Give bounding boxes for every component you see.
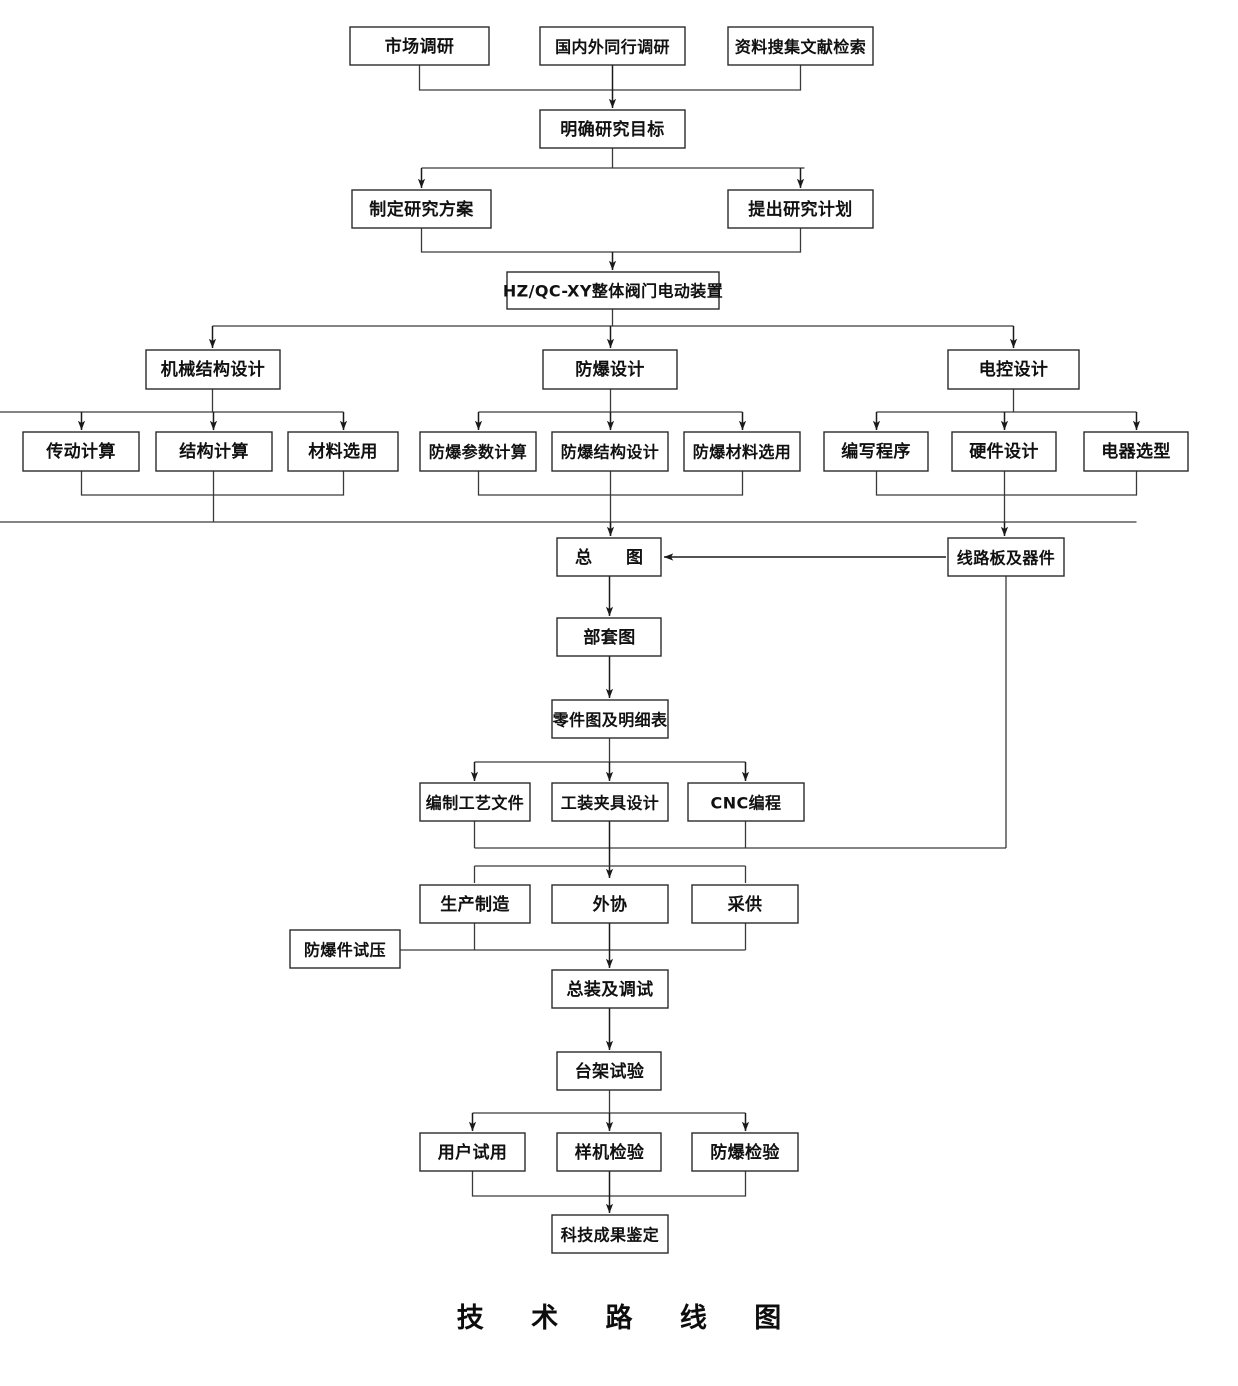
node-explosion-design[interactable]: 防爆设计 xyxy=(542,349,678,390)
svg-text:编写程序: 编写程序 xyxy=(841,441,911,462)
node-bench-test[interactable]: 台架试验 xyxy=(556,1051,662,1091)
node-peer-research[interactable]: 国内外同行调研 xyxy=(539,26,686,66)
svg-text:台架试验: 台架试验 xyxy=(575,1061,645,1082)
node-explosion-material-selection[interactable]: 防爆材料选用 xyxy=(683,431,801,472)
svg-text:线路板及器件: 线路板及器件 xyxy=(957,549,1055,568)
edge-plan-schedule-merge xyxy=(420,228,802,253)
svg-text:编制工艺文件: 编制工艺文件 xyxy=(426,794,524,813)
node-procurement[interactable]: 采供 xyxy=(691,884,799,924)
node-write-program[interactable]: 编写程序 xyxy=(823,431,929,472)
edge-row1-merge xyxy=(418,65,802,91)
node-achievement-appraisal[interactable]: 科技成果鉴定 xyxy=(551,1214,669,1254)
node-part-drawing[interactable]: 零件图及明细表 xyxy=(551,699,669,739)
node-device-selection[interactable]: 电器选型 xyxy=(1083,431,1189,472)
node-define-goal[interactable]: 明确研究目标 xyxy=(539,109,686,149)
svg-text:硬件设计: 硬件设计 xyxy=(969,441,1039,462)
node-assembly-drawing[interactable]: 部套图 xyxy=(556,617,662,657)
node-market-research[interactable]: 市场调研 xyxy=(349,26,490,66)
svg-text:部套图: 部套图 xyxy=(583,627,635,648)
node-literature-search[interactable]: 资料搜集文献检索 xyxy=(727,26,874,66)
svg-text:外协: 外协 xyxy=(593,894,628,915)
edge-layer xyxy=(0,65,1141,1214)
node-final-assembly[interactable]: 总装及调试 xyxy=(551,969,669,1009)
svg-text:总 图: 总 图 xyxy=(575,547,657,568)
svg-text:市场调研: 市场调研 xyxy=(385,36,455,57)
node-research-schedule[interactable]: 提出研究计划 xyxy=(727,189,874,229)
svg-text:结构计算: 结构计算 xyxy=(179,441,249,462)
node-explosion-structure-design[interactable]: 防爆结构设计 xyxy=(551,431,669,472)
node-general-drawing[interactable]: 总 图 xyxy=(556,537,662,577)
svg-text:机械结构设计: 机械结构设计 xyxy=(161,359,265,380)
node-product[interactable]: HZ/QC-XY整体阀门电动装置 xyxy=(503,271,723,310)
edge-mechgroup-merge xyxy=(80,471,345,496)
svg-text:样机检验: 样机检验 xyxy=(575,1142,645,1163)
svg-text:用户试用: 用户试用 xyxy=(438,1142,508,1163)
svg-text:电控设计: 电控设计 xyxy=(979,359,1049,380)
node-explosion-pressure-test[interactable]: 防爆件试压 xyxy=(289,929,401,969)
node-material-selection[interactable]: 材料选用 xyxy=(287,431,399,472)
node-mechanical-design[interactable]: 机械结构设计 xyxy=(145,349,281,390)
node-prototype-test[interactable]: 样机检验 xyxy=(556,1132,662,1172)
node-explosion-inspection[interactable]: 防爆检验 xyxy=(691,1132,799,1172)
node-circuit-board[interactable]: 线路板及器件 xyxy=(947,537,1065,577)
svg-text:防爆参数计算: 防爆参数计算 xyxy=(429,443,527,462)
svg-text:工装夹具设计: 工装夹具设计 xyxy=(561,794,659,813)
svg-text:防爆材料选用: 防爆材料选用 xyxy=(693,443,791,462)
edge-elecgroup-merge xyxy=(875,471,1138,496)
svg-text:材料选用: 材料选用 xyxy=(308,441,378,462)
svg-text:生产制造: 生产制造 xyxy=(440,894,510,915)
svg-text:防爆件试压: 防爆件试压 xyxy=(304,941,386,960)
node-user-trial[interactable]: 用户试用 xyxy=(419,1132,526,1172)
svg-text:制定研究方案: 制定研究方案 xyxy=(369,199,474,220)
node-structure-calc[interactable]: 结构计算 xyxy=(155,431,273,472)
node-electric-design[interactable]: 电控设计 xyxy=(947,349,1080,390)
svg-text:防爆设计: 防爆设计 xyxy=(575,359,645,380)
svg-text:国内外同行调研: 国内外同行调研 xyxy=(555,38,670,57)
svg-text:CNC编程: CNC编程 xyxy=(711,794,782,813)
svg-text:零件图及明细表: 零件图及明细表 xyxy=(552,711,668,730)
svg-text:提出研究计划: 提出研究计划 xyxy=(748,199,852,220)
node-research-plan[interactable]: 制定研究方案 xyxy=(351,189,492,229)
svg-text:科技成果鉴定: 科技成果鉴定 xyxy=(561,1226,659,1245)
node-manufacturing[interactable]: 生产制造 xyxy=(419,884,531,924)
node-layer: 市场调研 国内外同行调研 资料搜集文献检索 明确研究目标 制定研究方案 提出研究… xyxy=(22,26,1189,1254)
svg-text:传动计算: 传动计算 xyxy=(45,441,116,462)
svg-text:采供: 采供 xyxy=(727,894,763,915)
svg-text:资料搜集文献检索: 资料搜集文献检索 xyxy=(735,38,866,57)
node-transmission-calc[interactable]: 传动计算 xyxy=(22,431,140,472)
diagram-caption: 技 术 路 线 图 xyxy=(456,1303,801,1334)
svg-text:电器选型: 电器选型 xyxy=(1101,441,1171,462)
svg-text:防爆检验: 防爆检验 xyxy=(710,1142,780,1163)
node-explosion-param-calc[interactable]: 防爆参数计算 xyxy=(419,431,537,472)
node-process-document[interactable]: 编制工艺文件 xyxy=(419,782,531,822)
svg-text:明确研究目标: 明确研究目标 xyxy=(560,119,664,140)
node-hardware-design[interactable]: 硬件设计 xyxy=(951,431,1057,472)
svg-text:HZ/QC-XY整体阀门电动装置: HZ/QC-XY整体阀门电动装置 xyxy=(503,282,723,301)
svg-text:防爆结构设计: 防爆结构设计 xyxy=(561,443,659,462)
node-fixture-design[interactable]: 工装夹具设计 xyxy=(551,782,669,822)
node-cnc-programming[interactable]: CNC编程 xyxy=(687,782,805,822)
svg-text:总装及调试: 总装及调试 xyxy=(567,979,654,1000)
node-outsourcing[interactable]: 外协 xyxy=(551,884,669,924)
